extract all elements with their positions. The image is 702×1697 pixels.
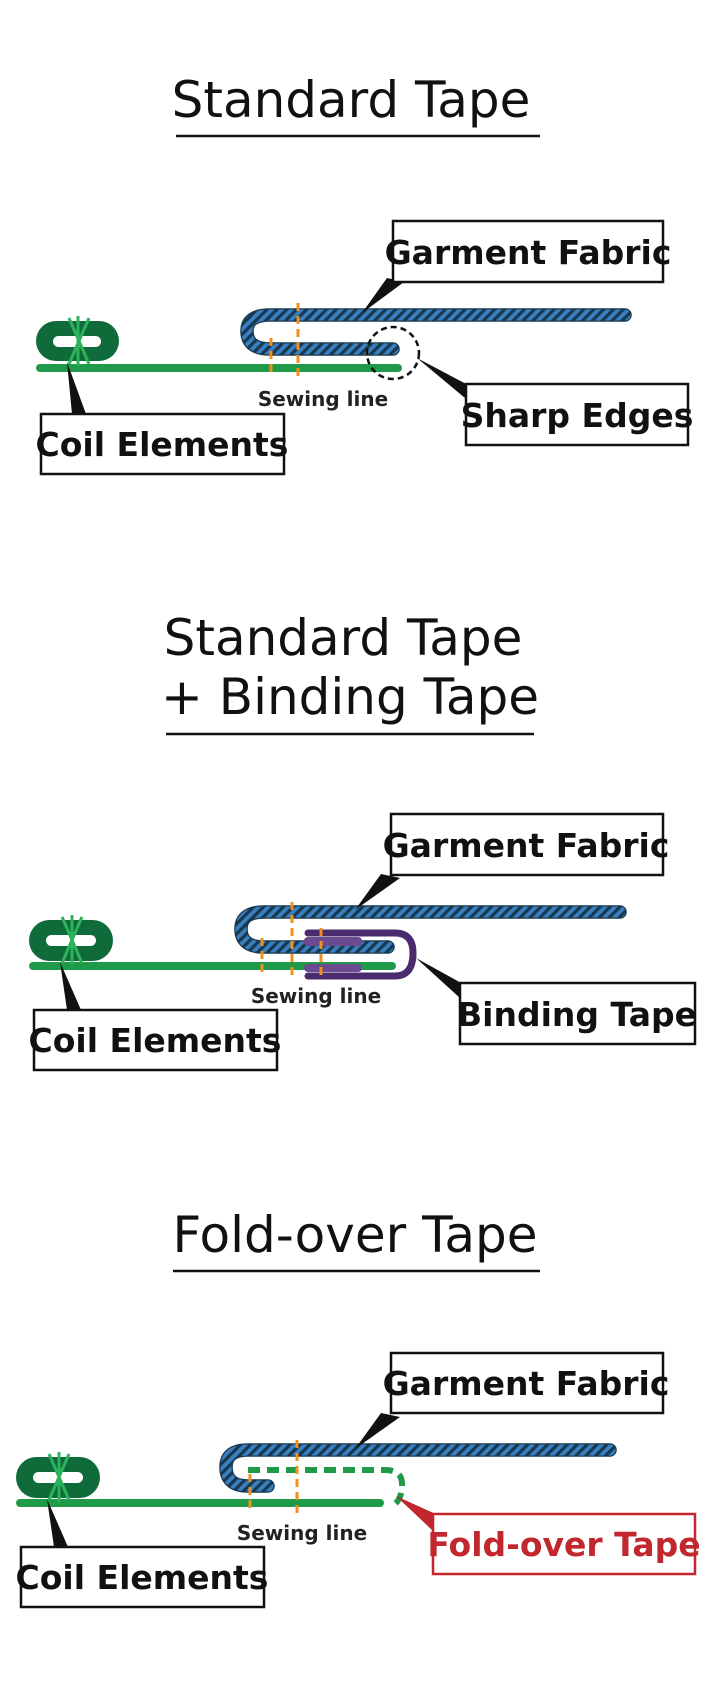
callout-pointer xyxy=(47,1499,68,1547)
fold-over-tape-shape xyxy=(248,1467,405,1507)
coil-element-icon xyxy=(29,915,113,965)
sewing-line-label: Sewing line xyxy=(237,1521,367,1545)
panel-title: Fold-over Tape xyxy=(173,1206,538,1264)
callout-pointer xyxy=(355,874,400,910)
coil-elements-label: Coil Elements xyxy=(29,1021,282,1060)
edge-callout-label: Fold-over Tape xyxy=(427,1525,700,1564)
garment-fabric-label: Garment Fabric xyxy=(383,826,670,865)
callout-box xyxy=(458,981,697,1046)
coil-element-icon xyxy=(16,1452,100,1502)
coil-elements-label: Coil Elements xyxy=(36,425,289,464)
callout-pointer xyxy=(60,962,81,1010)
coil-elements-label: Coil Elements xyxy=(16,1558,269,1597)
callout-box xyxy=(19,1545,266,1609)
callout-pointer xyxy=(416,958,463,998)
callout-box xyxy=(389,1351,665,1415)
callout-box xyxy=(431,1512,697,1576)
callout-pointer xyxy=(362,278,404,313)
panel-title-line2: + Binding Tape xyxy=(161,668,539,726)
callout-pointer xyxy=(417,358,468,398)
sewing-line-label: Sewing line xyxy=(258,387,388,411)
callout-box xyxy=(39,412,286,476)
coil-element-icon xyxy=(36,316,119,366)
garment-fabric-label: Garment Fabric xyxy=(385,233,672,272)
callout-box xyxy=(389,812,665,877)
garment-fabric-shape xyxy=(234,905,627,954)
callout-box xyxy=(32,1008,279,1072)
panel-fold-over-tape: Fold-over Tape Sewing line Garment Fabri… xyxy=(16,1206,701,1609)
callout-pointer xyxy=(355,1413,400,1449)
edge-callout-label: Binding Tape xyxy=(457,995,697,1034)
callout-pointer xyxy=(67,362,86,414)
garment-fabric-label: Garment Fabric xyxy=(383,1364,670,1403)
panel-title: Standard Tape xyxy=(172,71,531,129)
edge-callout-label: Sharp Edges xyxy=(461,396,694,435)
garment-fabric-shape xyxy=(219,1443,617,1493)
binding-tape-shape xyxy=(304,929,417,980)
garment-fabric-shape xyxy=(240,308,632,356)
sewing-line-label: Sewing line xyxy=(251,984,381,1008)
callout-pointer xyxy=(396,1496,440,1530)
callout-box xyxy=(391,219,665,284)
panel-standard-plus-binding: Standard Tape + Binding Tape Sewing line xyxy=(29,609,697,1072)
panel-title-line1: Standard Tape xyxy=(164,609,523,667)
callout-box xyxy=(464,382,690,447)
panel-standard-tape: Standard Tape Sewing line Garment Fabric… xyxy=(36,71,694,476)
sharp-edge-marker xyxy=(365,325,421,381)
